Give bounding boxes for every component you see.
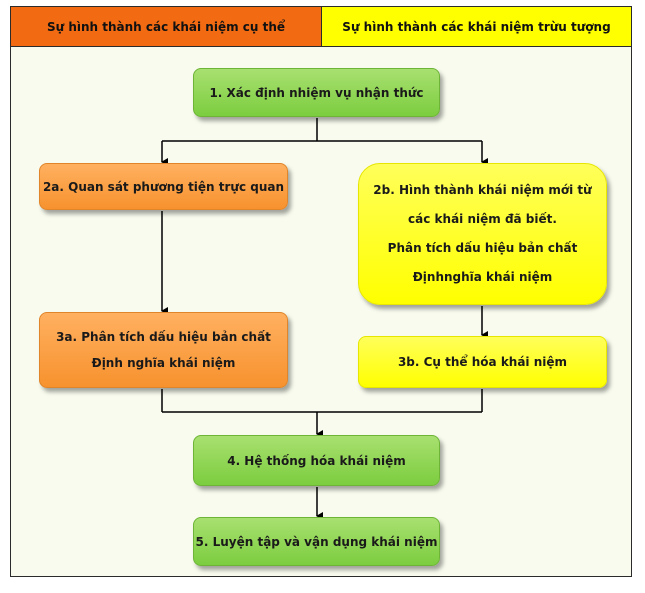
step3a-line1: 3a. Phân tích dấu hiệu bản chất [56, 330, 271, 344]
step3a-line2: Định nghĩa khái niệm [91, 356, 236, 370]
header-concrete-concepts: Sự hình thành các khái niệm cụ thể [10, 6, 322, 47]
step5-box: 5. Luyện tập và vận dụng khái niệm [193, 517, 440, 566]
step4-box: 4. Hệ thống hóa khái niệm [193, 435, 440, 486]
step4-label: 4. Hệ thống hóa khái niệm [227, 453, 406, 468]
step2b-line3: Phân tích dấu hiệu bản chất [387, 241, 578, 255]
step3a-box: 3a. Phân tích dấu hiệu bản chất Định ngh… [39, 312, 288, 388]
step2b-line4: Địnhnghĩa khái niệm [412, 270, 553, 284]
step1-box: 1. Xác định nhiệm vụ nhận thức [193, 68, 440, 117]
header-abstract-concepts: Sự hình thành các khái niệm trừu tượng [321, 6, 632, 47]
step2a-label: 2a. Quan sát phương tiện trực quan [42, 179, 285, 194]
step1-label: 1. Xác định nhiệm vụ nhận thức [209, 85, 424, 100]
step2a-box: 2a. Quan sát phương tiện trực quan [39, 163, 288, 210]
step2b-box: 2b. Hình thành khái niệm mới từ các khái… [358, 163, 607, 305]
step3b-label: 3b. Cụ thể hóa khái niệm [397, 355, 568, 369]
step2b-line2: các khái niệm đã biết. [408, 212, 557, 226]
step2b-line1: 2b. Hình thành khái niệm mới từ [373, 183, 592, 197]
step3b-box: 3b. Cụ thể hóa khái niệm [358, 336, 607, 388]
step5-label: 5. Luyện tập và vận dụng khái niệm [195, 534, 438, 549]
